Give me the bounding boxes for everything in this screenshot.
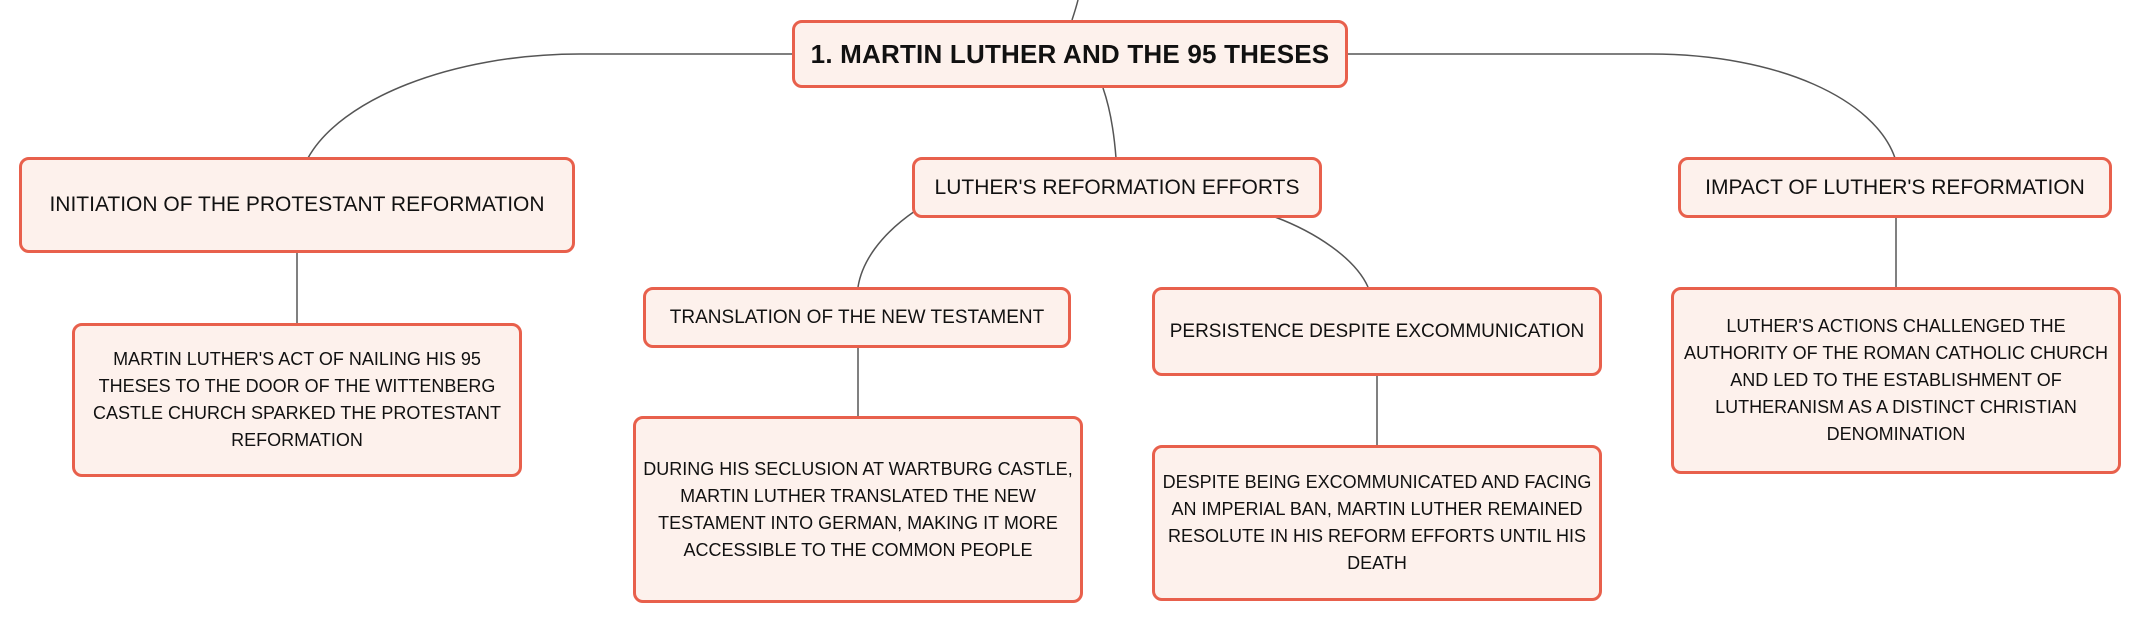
detail-initiation[interactable]: MARTIN LUTHER'S ACT OF NAILING HIS 95 TH… — [72, 323, 522, 477]
connector-root-impact — [1348, 53, 1896, 159]
topic-efforts-title: LUTHER'S REFORMATION EFFORTS — [934, 175, 1300, 199]
connector-efforts-persistence — [1274, 216, 1369, 288]
detail-translation-text: DURING HIS SECLUSION AT WARTBURG CASTLE,… — [643, 458, 1073, 560]
topic-efforts[interactable]: LUTHER'S REFORMATION EFFORTS — [912, 157, 1322, 218]
subtopic-persistence[interactable]: PERSISTENCE DESPITE EXCOMMUNICATION — [1152, 287, 1602, 376]
subtopic-persistence-title: PERSISTENCE DESPITE EXCOMMUNICATION — [1169, 320, 1585, 342]
root-topic[interactable]: 1. MARTIN LUTHER AND THE 95 THESES — [792, 20, 1348, 88]
connector-efforts-translation — [857, 210, 916, 288]
root-topic-title: 1. MARTIN LUTHER AND THE 95 THESES — [810, 38, 1330, 69]
connector-root-efforts — [1102, 87, 1117, 159]
connector-root-parent — [1071, 0, 1079, 21]
detail-impact[interactable]: LUTHER'S ACTIONS CHALLENGED THE AUTHORIT… — [1671, 287, 2121, 474]
detail-translation[interactable]: DURING HIS SECLUSION AT WARTBURG CASTLE,… — [633, 416, 1083, 603]
topic-impact-title: IMPACT OF LUTHER'S REFORMATION — [1705, 175, 2085, 199]
subtopic-translation-title: TRANSLATION OF THE NEW TESTAMENT — [669, 306, 1045, 328]
topic-impact[interactable]: IMPACT OF LUTHER'S REFORMATION — [1678, 157, 2112, 218]
detail-persistence[interactable]: DESPITE BEING EXCOMMUNICATED AND FACING … — [1152, 445, 1602, 601]
detail-initiation-text: MARTIN LUTHER'S ACT OF NAILING HIS 95 TH… — [92, 349, 502, 450]
topic-initiation[interactable]: INITIATION OF THE PROTESTANT REFORMATION — [19, 157, 575, 253]
subtopic-translation[interactable]: TRANSLATION OF THE NEW TESTAMENT — [643, 287, 1071, 348]
connector-root-initiation — [307, 53, 792, 159]
topic-initiation-title: INITIATION OF THE PROTESTANT REFORMATION — [49, 193, 545, 216]
detail-impact-text: LUTHER'S ACTIONS CHALLENGED THE AUTHORIT… — [1683, 316, 2109, 444]
detail-persistence-text: DESPITE BEING EXCOMMUNICATED AND FACING … — [1162, 472, 1592, 573]
